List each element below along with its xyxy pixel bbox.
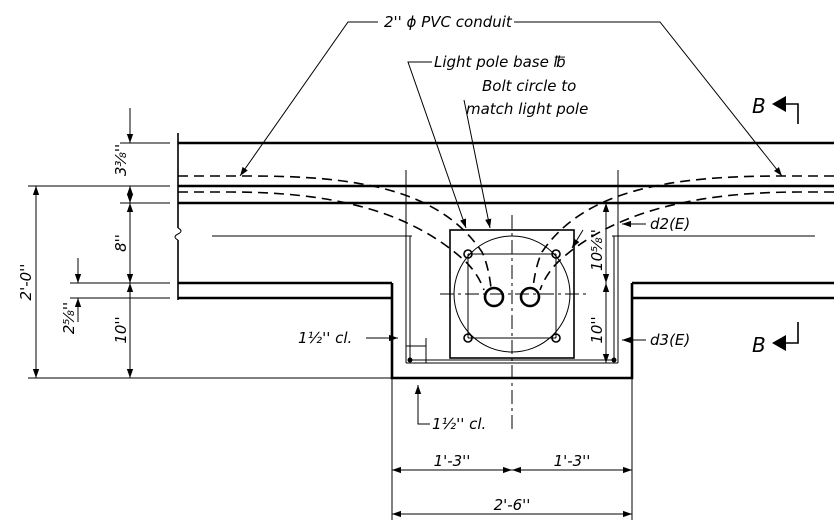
left-dimensions	[28, 108, 392, 379]
dim-eight: 8''	[112, 234, 130, 252]
dim-ten-right: 10''	[588, 316, 606, 343]
anchor-bolt	[551, 249, 561, 259]
d2-label: d2(E)	[650, 215, 690, 233]
conduit-end	[519, 286, 541, 308]
dim-ten-five-eighths: 10⅝''	[588, 229, 606, 271]
section-mark-bottom: B	[752, 333, 766, 357]
d3-label: d3(E)	[650, 331, 690, 349]
bolt-circle-label-line1: Bolt circle to	[482, 77, 576, 95]
dim-half-right: 1'-3''	[554, 452, 591, 470]
bottom-dimensions	[391, 378, 633, 520]
anchor-bolt	[551, 333, 561, 343]
anchor-bolt	[463, 333, 473, 343]
dim-total-depth: 2'-0''	[17, 264, 35, 301]
base-plate-label: Light pole base ℔	[434, 53, 566, 71]
section-cut-top	[772, 96, 799, 124]
clear-cover-bottom-label: 1½'' cl.	[432, 415, 486, 433]
right-dimensions	[406, 203, 610, 363]
clear-cover-left-label: 1½'' cl.	[298, 329, 352, 347]
bolt-circle-label-line2: match light pole	[466, 100, 588, 118]
light-pole-base-plate	[440, 215, 590, 432]
pvc-conduit	[178, 175, 834, 291]
section-mark-top: B	[752, 94, 766, 118]
dim-half-left: 1'-3''	[434, 452, 471, 470]
dim-total-width: 2'-6''	[494, 496, 531, 514]
conduit-label: 2'' ϕ PVC conduit	[384, 13, 513, 31]
conduit-end	[483, 286, 505, 308]
section-cut-bottom	[772, 322, 799, 351]
deck-slab	[174, 133, 834, 300]
dim-top-cover: 3⅜''	[112, 144, 130, 176]
dim-two-five-eighths: 2⅝''	[60, 302, 78, 334]
callout-leaders	[239, 21, 783, 425]
dim-ten-left: 10''	[112, 316, 130, 343]
anchor-bolt	[463, 249, 473, 259]
